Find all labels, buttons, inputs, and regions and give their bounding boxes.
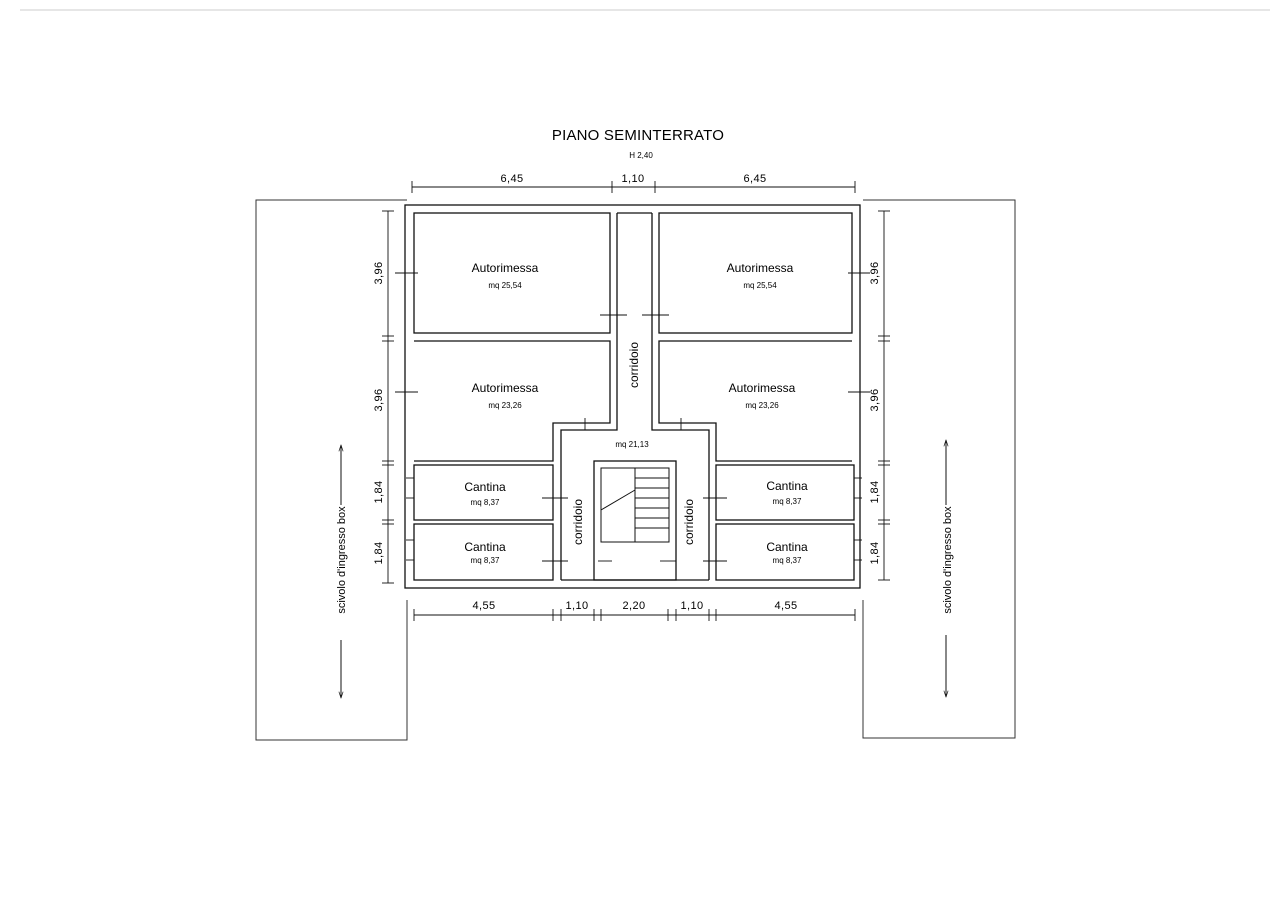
cellar-2-name: Cantina xyxy=(464,540,506,554)
cellar-4-area: mq 8,37 xyxy=(773,556,802,565)
garage-mid-right-name: Autorimessa xyxy=(729,381,796,395)
garage-top-right-name: Autorimessa xyxy=(727,261,794,275)
dim-top-3: 6,45 xyxy=(743,173,766,185)
height-note: H 2,40 xyxy=(629,151,653,160)
ramp-left-label: scivolo d'ingresso box xyxy=(336,506,348,614)
corridor-wall-left xyxy=(560,213,618,580)
garage-mid-left-area: mq 23,26 xyxy=(488,401,522,410)
stair-cut-line xyxy=(600,489,636,511)
corridor-area: mq 21,13 xyxy=(615,440,649,449)
dim-right-4: 1,84 xyxy=(869,541,881,564)
building-walls xyxy=(404,204,861,589)
dim-left-1: 3,96 xyxy=(373,261,385,284)
dim-left-2: 3,96 xyxy=(373,388,385,411)
dimension-line-top xyxy=(411,181,856,193)
garage-mid-right-area: mq 23,26 xyxy=(745,401,779,410)
cellar-4-walls xyxy=(715,523,855,581)
plan-title: PIANO SEMINTERRATO xyxy=(552,127,724,144)
staircase xyxy=(600,467,670,543)
garage-mid-right-walls xyxy=(658,340,852,462)
dim-left-3: 1,84 xyxy=(373,480,385,503)
corridor-label-left: corridoio xyxy=(571,499,585,545)
dimension-line-bottom xyxy=(413,609,856,621)
ramp-left: scivolo d'ingresso box xyxy=(255,199,408,741)
corridor-label-upper: corridoio xyxy=(627,342,641,388)
dim-top-2: 1,10 xyxy=(621,173,644,185)
cellar-3-walls xyxy=(715,464,855,521)
ramp-right: scivolo d'ingresso box xyxy=(862,199,1016,739)
dim-bottom-3: 2,20 xyxy=(622,600,645,612)
cellar-2-walls xyxy=(413,523,554,581)
garage-mid-left-walls xyxy=(414,340,611,462)
dim-bottom-4: 1,10 xyxy=(680,600,703,612)
cellar-1-area: mq 8,37 xyxy=(471,498,500,507)
ramp-right-label: scivolo d'ingresso box xyxy=(942,506,954,614)
corridor-label-right: corridoio xyxy=(682,499,696,545)
cellar-1-walls xyxy=(413,464,554,521)
corridor-wall-right xyxy=(651,213,710,580)
garage-top-right-area: mq 25,54 xyxy=(743,281,777,290)
garage-mid-left-name: Autorimessa xyxy=(472,381,539,395)
cellar-2-area: mq 8,37 xyxy=(471,556,500,565)
garage-top-left-name: Autorimessa xyxy=(472,261,539,275)
dim-left-4: 1,84 xyxy=(373,541,385,564)
dimension-line-left xyxy=(382,210,394,584)
dim-right-1: 3,96 xyxy=(869,261,881,284)
dim-bottom-2: 1,10 xyxy=(565,600,588,612)
opening-marks xyxy=(395,272,870,562)
dimension-line-right xyxy=(878,210,890,581)
dim-right-3: 1,84 xyxy=(869,480,881,503)
cellar-1-name: Cantina xyxy=(464,480,506,494)
garage-top-left-area: mq 25,54 xyxy=(488,281,522,290)
dim-bottom-5: 4,55 xyxy=(774,600,797,612)
cellar-3-name: Cantina xyxy=(766,479,808,493)
dim-right-2: 3,96 xyxy=(869,388,881,411)
cellar-3-area: mq 8,37 xyxy=(773,497,802,506)
dim-top-1: 6,45 xyxy=(500,173,523,185)
cellar-4-name: Cantina xyxy=(766,540,808,554)
dim-bottom-1: 4,55 xyxy=(472,600,495,612)
outer-wall-outside xyxy=(404,204,861,589)
